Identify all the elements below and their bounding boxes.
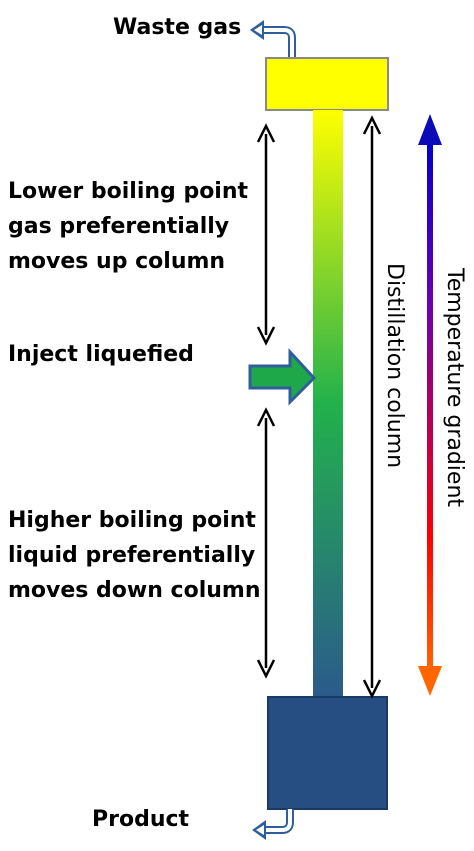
distillation-column-tube xyxy=(313,110,343,698)
lower-boiling-line-2: gas preferentially xyxy=(8,214,229,239)
higher-boiling-line-3: moves down column xyxy=(8,578,261,603)
inject-arrow-icon xyxy=(248,348,317,406)
down-movement-arrow xyxy=(256,407,276,679)
distillation-column-label: Distillation column xyxy=(382,263,407,468)
lower-boiling-line-1: Lower boiling point xyxy=(8,179,249,204)
up-movement-arrow xyxy=(256,123,276,346)
inject-label: Inject liquefied xyxy=(8,342,194,367)
temperature-gradient-label: Temperature gradient xyxy=(442,267,467,507)
higher-boiling-line-1: Higher boiling point xyxy=(8,508,256,533)
bottom-reboiler-box xyxy=(267,696,388,810)
column-length-arrow xyxy=(362,115,382,699)
product-outlet-icon xyxy=(252,809,294,840)
lower-boiling-line-3: moves up column xyxy=(8,249,225,274)
waste-gas-label: Waste gas xyxy=(113,15,241,40)
top-condenser-box xyxy=(265,57,389,111)
waste-gas-outlet-icon xyxy=(250,20,296,58)
temperature-gradient-arrow xyxy=(418,114,442,696)
product-label: Product xyxy=(92,807,190,832)
higher-boiling-line-2: liquid preferentially xyxy=(8,543,255,568)
